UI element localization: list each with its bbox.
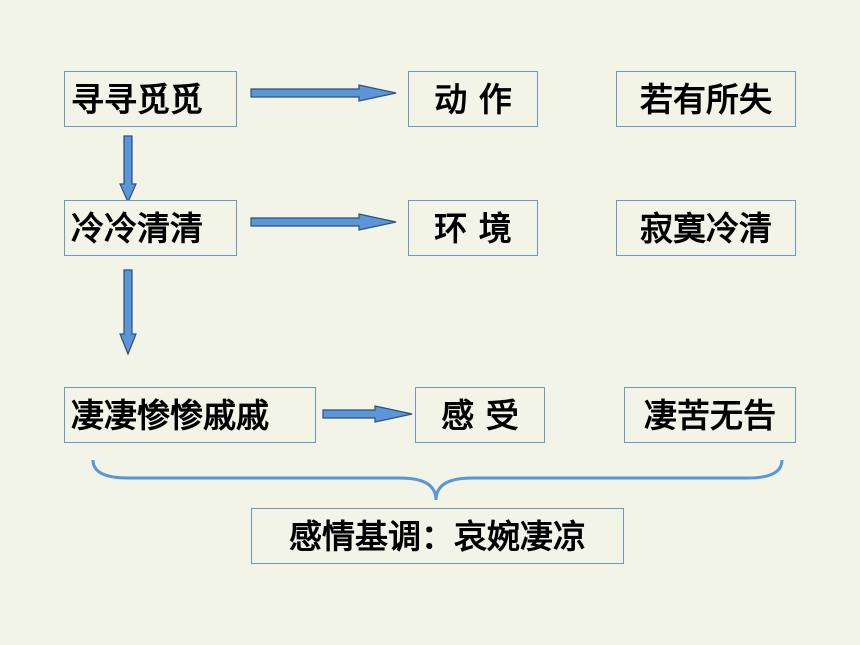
arrow-down-2 (119, 269, 137, 356)
meaning-box-2: 寂寞冷清 (616, 200, 796, 256)
meaning-box-3: 凄苦无告 (624, 387, 796, 443)
summary-box: 感情基调：哀婉凄凉 (251, 508, 624, 564)
term-box-3: 凄凄惨惨戚戚 (64, 387, 316, 443)
arrow-down-1 (119, 135, 137, 204)
arrow-right-row3 (322, 405, 413, 423)
arrow-right-row2 (250, 213, 397, 231)
term-box-1: 寻寻觅觅 (64, 71, 237, 127)
meaning-box-1: 若有所失 (616, 71, 796, 127)
term-box-2: 冷冷清清 (64, 200, 237, 256)
aspect-box-3: 感 受 (415, 387, 545, 443)
aspect-box-2: 环 境 (408, 200, 538, 256)
aspect-box-1: 动 作 (408, 71, 538, 127)
summary-brace (91, 459, 784, 501)
arrow-right-row1 (250, 84, 397, 102)
